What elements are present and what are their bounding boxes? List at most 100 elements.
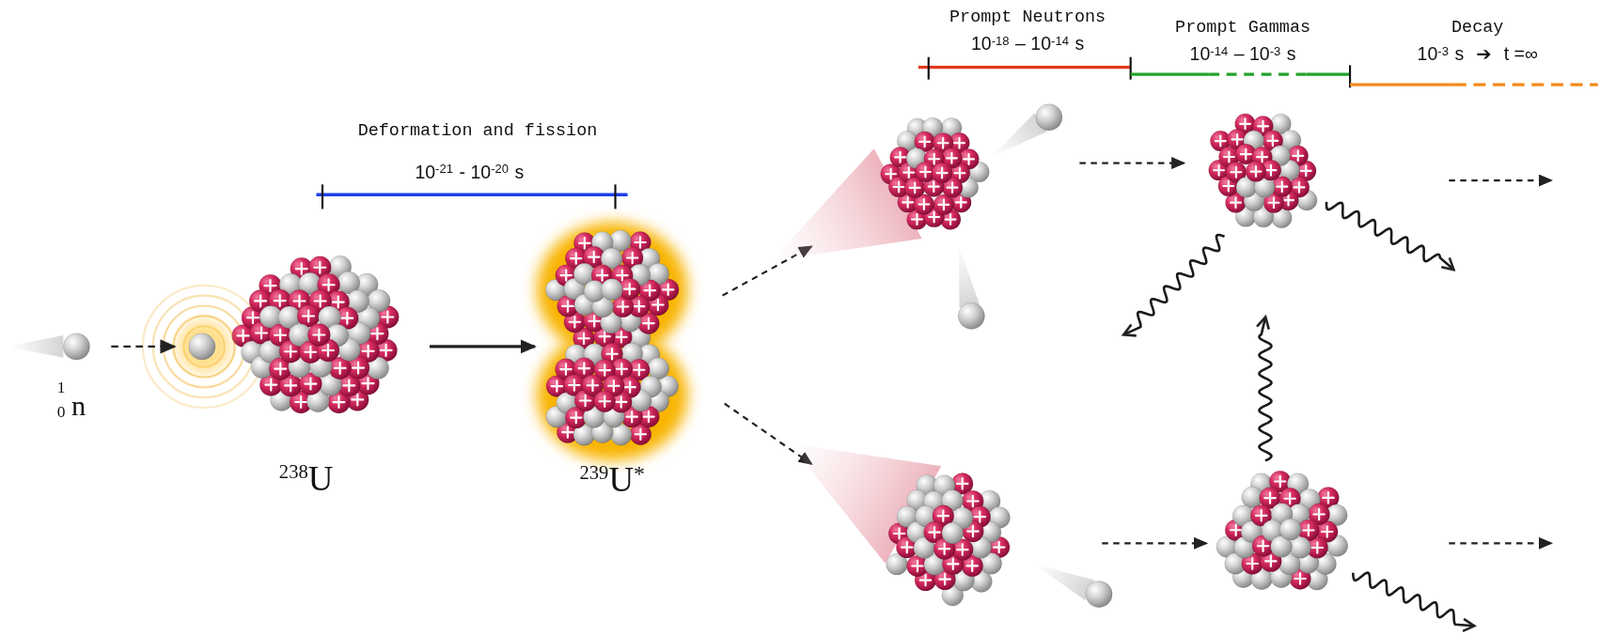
plus-symbol bbox=[1292, 150, 1303, 161]
plus-symbol bbox=[1265, 165, 1276, 176]
plus-symbol bbox=[1239, 118, 1251, 129]
plus-symbol bbox=[1264, 492, 1275, 503]
timeline-text: s bbox=[514, 162, 524, 184]
timeline-bar bbox=[918, 65, 1131, 69]
timeline-bar bbox=[1349, 82, 1455, 86]
nucleus-node: 238U bbox=[175, 250, 429, 511]
plus-symbol bbox=[662, 284, 674, 296]
plus-symbol bbox=[615, 331, 627, 343]
timeline-text: – 10 bbox=[1234, 44, 1271, 65]
reaction-arrow bbox=[429, 345, 535, 348]
plus-symbol bbox=[974, 511, 986, 522]
plus-symbol bbox=[551, 380, 563, 392]
plus-symbol bbox=[919, 136, 930, 147]
timeline-text: 10 bbox=[971, 33, 992, 55]
neutron-ball bbox=[957, 302, 985, 330]
plus-symbol bbox=[599, 364, 611, 376]
plus-symbol bbox=[928, 212, 940, 223]
exponent: -21 bbox=[435, 162, 454, 177]
proton bbox=[594, 391, 616, 413]
plus-symbol bbox=[1255, 510, 1267, 521]
plus-symbol bbox=[295, 396, 307, 408]
plus-symbol bbox=[652, 299, 663, 311]
neutron-ball bbox=[1085, 580, 1113, 608]
plus-symbol bbox=[579, 362, 590, 374]
plus-symbol bbox=[1265, 556, 1276, 567]
plus-symbol bbox=[1230, 167, 1241, 178]
plus-symbol bbox=[1267, 135, 1278, 146]
plus-symbol bbox=[323, 279, 335, 291]
neutron-ball bbox=[601, 279, 624, 301]
plus-symbol bbox=[626, 411, 637, 423]
plus-symbol bbox=[928, 181, 940, 192]
dashed-arrow bbox=[1101, 542, 1207, 545]
plus-symbol bbox=[255, 328, 267, 340]
plus-symbol bbox=[937, 168, 948, 179]
plus-symbol bbox=[1257, 541, 1269, 552]
plus-symbol bbox=[265, 280, 277, 292]
exponent: -14 bbox=[1050, 33, 1069, 48]
plus-symbol bbox=[274, 363, 286, 376]
plus-symbol bbox=[947, 182, 958, 193]
gamma-ray bbox=[1124, 235, 1224, 335]
exponent: -3 bbox=[1270, 44, 1282, 59]
nuclide-symbol: * bbox=[633, 460, 645, 487]
plus-symbol bbox=[568, 379, 580, 391]
timeline-text: s bbox=[1286, 44, 1297, 65]
plus-symbol bbox=[1312, 542, 1323, 553]
plus-symbol bbox=[1302, 525, 1314, 536]
dashed-arrow bbox=[724, 404, 812, 465]
nuclide-symbol: 238 bbox=[279, 460, 309, 483]
plus-symbol bbox=[1274, 476, 1286, 487]
plus-symbol bbox=[579, 237, 590, 249]
plus-symbol bbox=[284, 345, 297, 358]
neutron-ball bbox=[941, 522, 964, 545]
neutron-ball bbox=[1279, 518, 1302, 541]
plus-symbol bbox=[313, 329, 325, 341]
plus-symbol bbox=[918, 199, 929, 210]
plus-symbol bbox=[911, 561, 923, 572]
proton bbox=[307, 324, 330, 347]
nuclei bbox=[7, 104, 1552, 628]
timeline-label: 10-14 – 10-3 s bbox=[1190, 45, 1297, 64]
impact-glow bbox=[169, 312, 239, 382]
plus-symbol bbox=[588, 315, 599, 327]
nuclide-symbol: U bbox=[308, 459, 334, 498]
fragment-trail bbox=[761, 394, 942, 564]
exponent: -14 bbox=[1209, 44, 1228, 59]
impact-ring bbox=[163, 306, 246, 389]
neutron-ball bbox=[62, 333, 90, 361]
timeline-text: Prompt Neutrons bbox=[949, 7, 1106, 28]
plus-symbol bbox=[894, 152, 906, 163]
plus-symbol bbox=[343, 379, 355, 392]
plus-symbol bbox=[955, 168, 966, 179]
timeline-text: 10 bbox=[414, 162, 436, 184]
plus-symbol bbox=[599, 396, 611, 408]
gamma-rays bbox=[1124, 202, 1474, 627]
plus-symbol bbox=[1223, 152, 1235, 163]
timeline-text: 10 bbox=[1417, 44, 1439, 65]
plus-symbol bbox=[1284, 493, 1295, 504]
timeline-text: 10 bbox=[1190, 44, 1211, 65]
plus-symbol bbox=[1223, 181, 1234, 192]
plus-symbol bbox=[1246, 558, 1257, 569]
timeline-bar bbox=[1305, 73, 1350, 77]
plus-symbol bbox=[894, 182, 905, 193]
plus-symbol bbox=[294, 296, 306, 308]
plus-symbol bbox=[947, 559, 958, 570]
neutron-trail bbox=[1029, 554, 1095, 601]
timeline-text: s bbox=[1454, 44, 1464, 65]
plus-symbol bbox=[920, 167, 931, 178]
plus-symbol bbox=[247, 312, 259, 324]
timeline-bar bbox=[315, 193, 628, 197]
nuclide-symbol: U bbox=[608, 460, 634, 499]
dashed-arrow bbox=[1448, 542, 1552, 545]
timeline-bar bbox=[1454, 82, 1599, 86]
neutron-trail bbox=[948, 244, 980, 309]
plus-symbol bbox=[265, 379, 277, 392]
plus-symbol bbox=[578, 333, 589, 345]
nuclide-label: 239U* bbox=[579, 463, 645, 499]
plus-symbol bbox=[1230, 197, 1241, 208]
